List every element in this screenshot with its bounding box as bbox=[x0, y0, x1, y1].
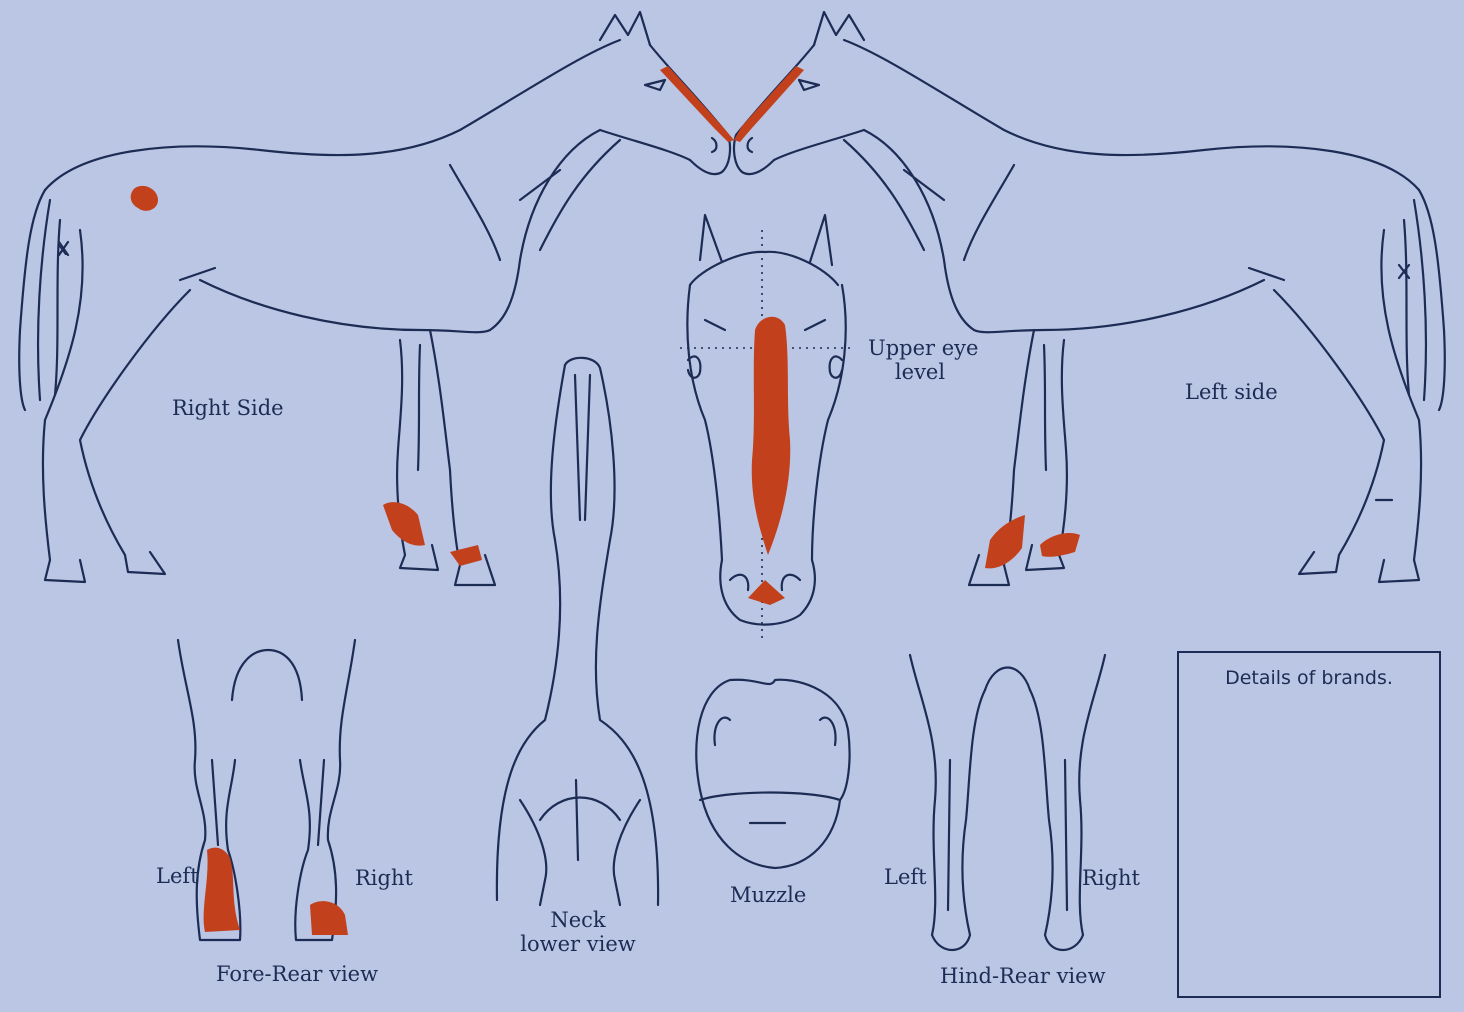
fore-rear-view-label: Fore-Rear view bbox=[216, 962, 378, 986]
brands-title: Details of brands. bbox=[1179, 667, 1439, 689]
hind-right-label: Right bbox=[1082, 866, 1140, 890]
left-side-horse-outline bbox=[734, 12, 1445, 585]
muzzle-label: Muzzle bbox=[730, 883, 806, 907]
hind-rear-view-label: Hind-Rear view bbox=[940, 964, 1106, 988]
brands-details-box[interactable]: Details of brands. bbox=[1177, 651, 1441, 998]
fore-left-label: Left bbox=[156, 864, 199, 888]
upper-eye-level-label-line1: Upper eye bbox=[868, 336, 972, 360]
right-side-label: Right Side bbox=[172, 396, 284, 420]
neck-label-line2: lower view bbox=[508, 932, 648, 956]
upper-eye-level-label-line2: level bbox=[868, 360, 972, 384]
fore-rear-markings bbox=[204, 848, 348, 935]
left-side-label: Left side bbox=[1185, 380, 1278, 404]
neck-lower-view-outline bbox=[497, 358, 658, 905]
hind-left-label: Left bbox=[884, 865, 927, 889]
fore-right-label: Right bbox=[355, 866, 413, 890]
neck-label-line1: Neck bbox=[518, 908, 638, 932]
fore-rear-view-outline bbox=[178, 640, 355, 940]
hind-rear-view-outline bbox=[910, 655, 1105, 950]
right-side-horse-outline: x bbox=[19, 12, 730, 585]
head-front-markings bbox=[748, 317, 790, 605]
muzzle-outline bbox=[696, 680, 849, 868]
